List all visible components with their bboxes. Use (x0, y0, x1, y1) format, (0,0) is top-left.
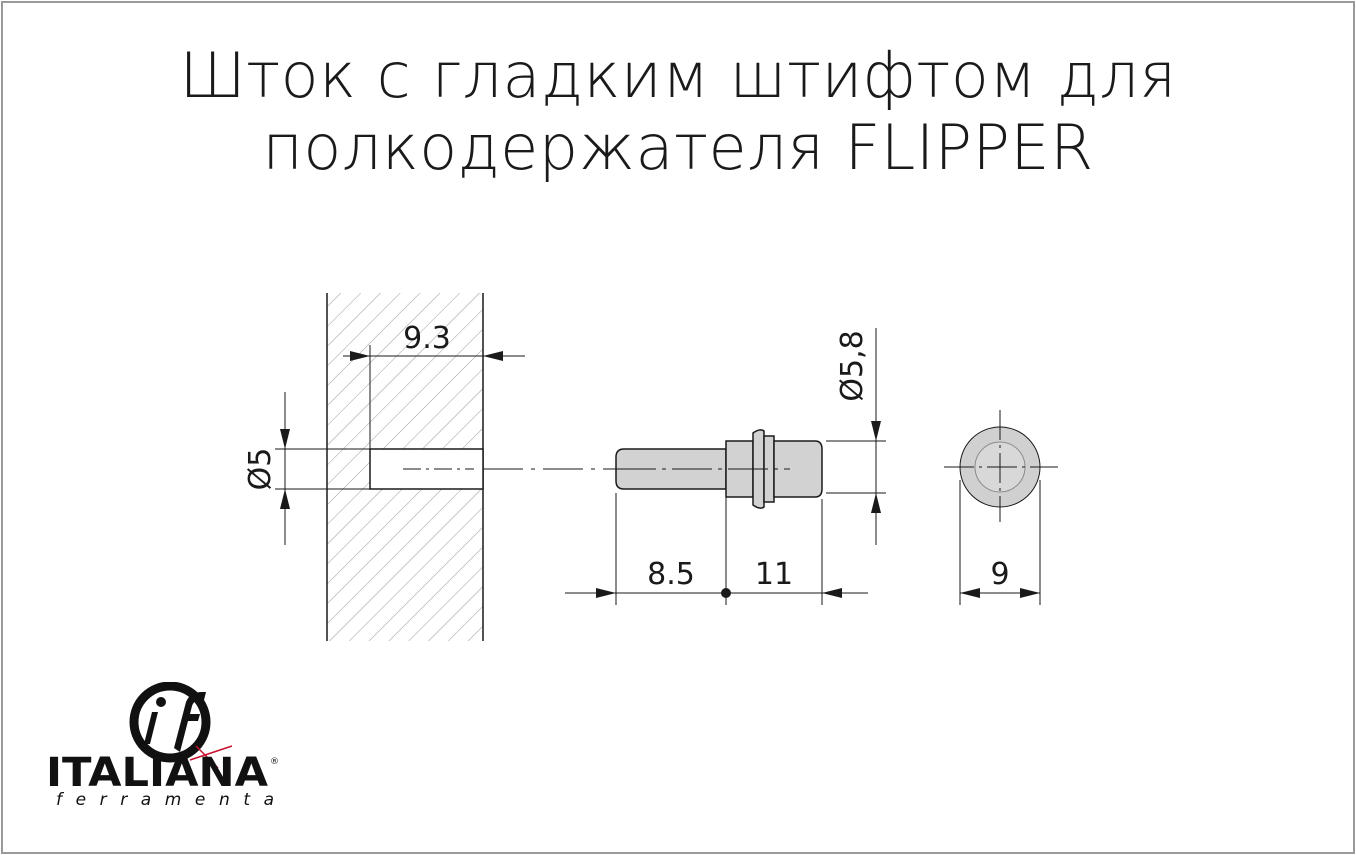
depth-label: 9.3 (403, 321, 451, 356)
collar-diameter-dimension: Ø5,8 (826, 328, 886, 545)
logo-brand-name: ITALIANA (46, 750, 268, 796)
italiana-ferramenta-logo: ITALIANA ® ferramenta (46, 682, 279, 810)
hole-diameter-label: Ø5 (243, 448, 278, 491)
pin-shank (773, 440, 823, 498)
collar-diameter-label: Ø5,8 (835, 330, 870, 401)
head-end-view: 9 (944, 410, 1058, 605)
panel-section (326, 293, 484, 641)
logo-letter-i (144, 712, 158, 744)
logo-emblem-ring (129, 682, 211, 763)
pin-body (615, 448, 727, 490)
title-line-2: полкодержателя FLIPPER (262, 111, 1094, 184)
pin-part (615, 429, 823, 509)
pin-length-label: 8.5 (647, 557, 695, 592)
length-datum-dot (721, 588, 731, 598)
title-line-1: Шток с гладким штифтом для (179, 39, 1177, 112)
logo-registered-mark: ® (270, 757, 279, 767)
logo-letter-f (174, 692, 206, 752)
logo-accent-line-2 (195, 745, 219, 769)
logo-letter-i-dot (156, 697, 166, 707)
hole-diameter-dimension: Ø5 (243, 392, 370, 545)
length-dimensions: 8.5 11 (565, 493, 868, 605)
depth-dimension: 9.3 (343, 321, 525, 449)
shank-length-label: 11 (755, 557, 793, 592)
page-title: Шток с гладким штифтом для полкодержател… (0, 40, 1356, 184)
logo-accent-line-1 (189, 745, 233, 761)
head-diameter-label: 9 (990, 557, 1009, 592)
